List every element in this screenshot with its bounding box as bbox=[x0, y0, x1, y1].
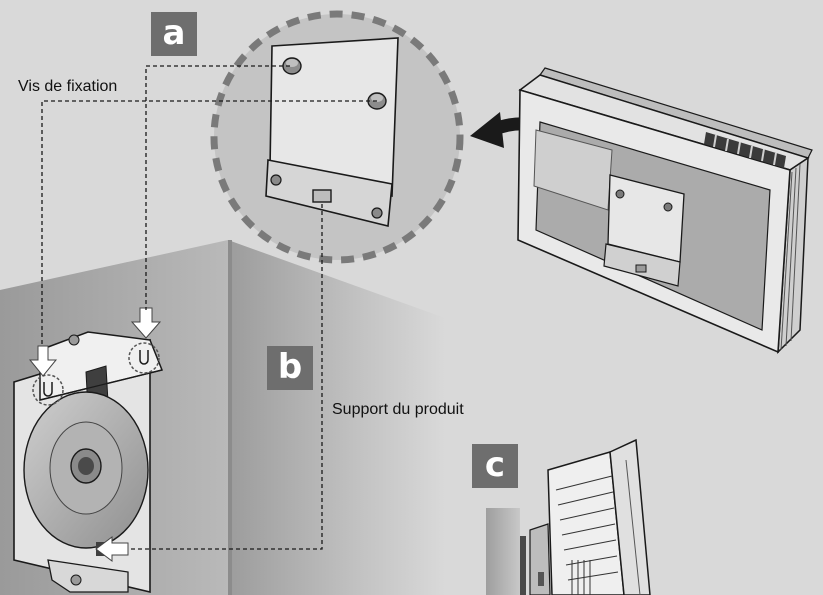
device-side-view bbox=[486, 438, 651, 595]
left-arrow-latch bbox=[95, 536, 129, 562]
side-view-wall bbox=[486, 508, 520, 595]
hook-highlight-left bbox=[32, 374, 64, 406]
step-badge-b: b bbox=[267, 346, 313, 390]
bracket-plate bbox=[269, 37, 399, 197]
vent-grille bbox=[704, 132, 786, 168]
mounting-screw-top bbox=[282, 57, 302, 75]
hook-highlight-right bbox=[128, 342, 160, 374]
screws-label: Vis de fixation bbox=[18, 78, 118, 95]
wall-bracket bbox=[13, 331, 164, 594]
bracket-latch bbox=[312, 189, 332, 203]
rivet-left bbox=[270, 174, 282, 186]
guide-lines bbox=[41, 65, 377, 550]
rivet-right bbox=[371, 207, 383, 219]
zoom-detail-circle bbox=[210, 10, 464, 264]
down-arrow-left bbox=[28, 345, 58, 377]
product-support-label: Support du produit bbox=[332, 401, 464, 418]
device-back-view bbox=[517, 67, 813, 354]
step-badge-a: a bbox=[151, 12, 197, 56]
down-arrow-right bbox=[130, 307, 162, 339]
step-badge-c: c bbox=[472, 444, 518, 488]
